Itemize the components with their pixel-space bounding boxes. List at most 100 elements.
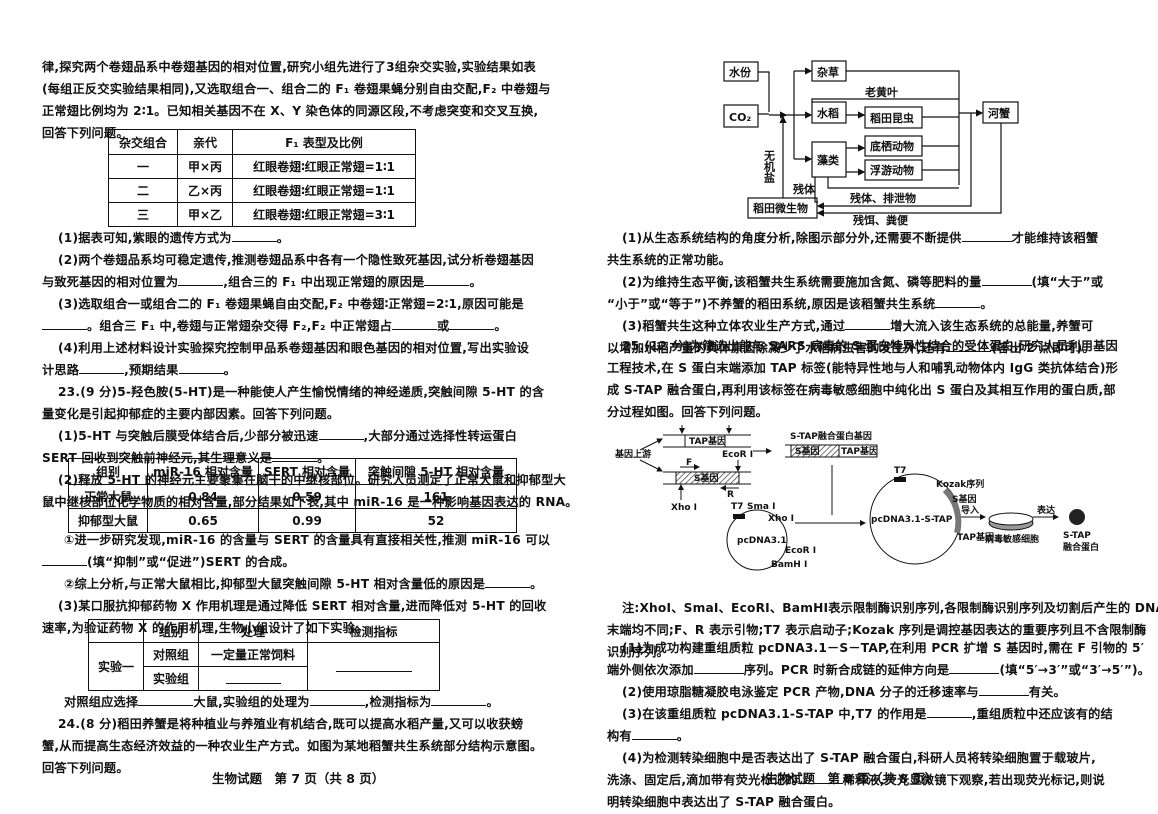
- question-23-3: (3)某口服抗抑郁药物 X 作用机理是通过降低 SERT 相对含量,进而降低对 …: [58, 599, 547, 613]
- text: (填“5′→3′”或“3′→5′”)。: [999, 663, 1151, 677]
- table-row: 二 乙×丙 红眼卷翅∶红眼正常翅=1∶1: [108, 178, 416, 203]
- text: ②综上分析,与正常大鼠相比,抑郁型大鼠突触间隙 5-HT 相对含量低的原因是: [64, 577, 486, 591]
- question-23-intro-cont: 量变化是引起抑郁症的主要内部因素。回答下列问题。: [42, 407, 340, 421]
- answer-blank[interactable]: [949, 660, 1000, 674]
- right-page: 水份 CO₂ 杂草 水稻 稻田昆虫 藻类 底栖动物 浮游动物 河蟹 稻田微生物 …: [585, 0, 1158, 809]
- answer-blank[interactable]: [178, 272, 224, 286]
- text: 才能维持该稻蟹: [1011, 231, 1099, 245]
- text: 。: [223, 363, 236, 377]
- node-weeds: 杂草: [817, 65, 839, 79]
- label-xhoi-2: Xho Ⅰ: [768, 514, 794, 524]
- text: ,预期结果: [124, 363, 179, 377]
- left-page: 律,探究两个卷翅品系中卷翅基因的相对位置,研究小组先进行了3组杂交实验,实验结果…: [0, 0, 580, 800]
- label-pcdna: pcDNA3.1: [737, 536, 787, 546]
- label-cells: 病毒敏感细胞: [985, 533, 1039, 545]
- table-cell: 0.59: [258, 484, 356, 509]
- question-22-4: (4)利用上述材料设计实验探究控制甲品系卷翅基因和眼色基因的相对位置,写出实验设: [58, 341, 529, 355]
- text: (2)使用琼脂糖凝胶电泳鉴定 PCR 产物,DNA 分子的迁移速率与: [622, 685, 979, 699]
- text: 洗涤、固定后,滴加带有荧光标记的: [607, 773, 798, 787]
- answer-blank[interactable]: [926, 704, 972, 718]
- text: ,重组质粒中还应该有的结: [971, 707, 1113, 721]
- answer-blank[interactable]: [631, 726, 677, 740]
- table-cell: 二: [108, 178, 178, 203]
- label-t7: T7: [731, 502, 743, 512]
- table-header: [88, 619, 144, 643]
- fusion-protein-icon: [1069, 509, 1085, 525]
- answer-blank[interactable]: [978, 682, 1029, 696]
- table-cell: 0.99: [258, 508, 356, 533]
- t7-promoter-icon: [894, 477, 906, 482]
- answer-blank[interactable]: [935, 294, 981, 308]
- text: 稀释液,荧光显微镜下观察,若出现荧光标记,则说: [842, 773, 1105, 787]
- answer-blank[interactable]: [424, 272, 470, 286]
- table-cell: 正常大鼠: [68, 484, 148, 509]
- answer-blank[interactable]: [138, 692, 194, 706]
- text: ,组合三的 F₁ 中出现正常翅的原因是: [223, 275, 425, 289]
- text: 。: [676, 729, 690, 743]
- text: (1)据表可知,紫眼的遗传方式为: [58, 231, 232, 245]
- answer-blank[interactable]: [845, 316, 891, 330]
- answer-blank[interactable]: [693, 660, 744, 674]
- label-tap-gene-2: TAP基因: [841, 445, 878, 457]
- answer-blank[interactable]: [318, 426, 364, 440]
- note-line: 注:XhoⅠ、SmaⅠ、EcoRⅠ、BamHⅠ表示限制酶识别序列,各限制酶识别序…: [622, 601, 1158, 615]
- label-ecori-3: EcoR Ⅰ: [785, 546, 816, 556]
- detection-index-cell: [307, 642, 440, 691]
- answer-blank[interactable]: [391, 316, 437, 330]
- answer-blank[interactable]: [79, 360, 125, 374]
- answer-blank[interactable]: [485, 574, 531, 588]
- label-express: 表达: [1036, 504, 1055, 516]
- answer-blank[interactable]: [981, 272, 1032, 286]
- text: 。组合三 F₁ 中,卷翅与正常翅杂交得 F₂,F₂ 中正常翅占: [87, 319, 392, 333]
- table-header: SERT 相对含量: [258, 458, 356, 485]
- answer-blank[interactable]: [225, 670, 281, 684]
- answer-blank[interactable]: [231, 228, 277, 242]
- question-24-intro: 24.(8 分)稻田养蟹是将种植业与养殖业有机结合,既可以提高水稻产量,又可以收…: [58, 717, 524, 731]
- text: 或: [436, 319, 450, 333]
- table-cell: 52: [355, 508, 517, 533]
- question-25-3-cont: 构有。: [607, 726, 689, 748]
- treatment-cell: [198, 666, 308, 691]
- note-line: 识别序列。: [607, 645, 669, 659]
- question-25-2: (2)使用琼脂糖凝胶电泳鉴定 PCR 产物,DNA 分子的迁移速率与有关。: [622, 682, 1066, 704]
- answer-blank[interactable]: [178, 360, 224, 374]
- intro-line: 回答下列问题。: [42, 126, 129, 140]
- text: “小于”或“等于”)不养蟹的稻田系统,原因是该稻蟹共生系统: [607, 297, 936, 311]
- answer-blank[interactable]: [42, 316, 87, 330]
- text: ,大部分通过选择性转运蛋白: [363, 429, 518, 443]
- node-plankton: 浮游动物: [870, 163, 914, 177]
- gene-engineering-diagram: EcoR Ⅰ BamH Ⅰ: [614, 425, 1099, 571]
- cross-table: 杂交组合 亲代 F₁ 表型及比例 一 甲×丙 红眼卷翅∶红眼正常翅=1∶1 二 …: [108, 129, 416, 227]
- answer-blank[interactable]: [335, 658, 412, 672]
- text: (填“大于”或: [1031, 275, 1104, 289]
- question-24-3: (3)稻蟹共生这种立体农业生产方式,通过增大流入该生态系统的总能量,养蟹可: [622, 316, 1093, 338]
- label-s-gene-3: S基因: [952, 493, 976, 505]
- table-header: 杂交组合: [108, 129, 178, 155]
- answer-blank[interactable]: [431, 692, 487, 706]
- answer-blank[interactable]: [42, 552, 87, 566]
- text: 。: [469, 275, 482, 289]
- intro-line: 律,探究两个卷翅品系中卷翅基因的相对位置,研究小组先进行了3组杂交实验,实验结果…: [42, 60, 536, 74]
- question-23-1: (1)5-HT 与突触后膜受体结合后,少部分被迅速,大部分通过选择性转运蛋白: [58, 426, 517, 448]
- answer-blank[interactable]: [946, 338, 992, 352]
- question-24-intro-cont: 回答下列问题。: [42, 761, 129, 775]
- label-smai: Sma Ⅰ: [747, 502, 775, 512]
- label-tap-gene-3: TAP基因: [957, 531, 994, 543]
- table-header-row: 杂交组合 亲代 F₁ 表型及比例: [108, 129, 416, 155]
- answer-blank[interactable]: [797, 770, 843, 784]
- answer-blank[interactable]: [309, 692, 365, 706]
- question-25-3: (3)在该重组质粒 pcDNA3.1-S-TAP 中,T7 的作用是,重组质粒中…: [622, 704, 1113, 726]
- answer-blank[interactable]: [961, 228, 1012, 242]
- text: 与致死基因的相对位置为: [42, 275, 179, 289]
- label-s-gene-2: S基因: [795, 445, 819, 457]
- table-cell: 红眼卷翅∶红眼正常翅=3∶1: [232, 202, 416, 227]
- table-cell: 红眼卷翅∶红眼正常翅=1∶1: [232, 178, 416, 203]
- answer-blank[interactable]: [449, 316, 495, 330]
- table-cell: 抑郁型大鼠: [68, 508, 148, 533]
- table-header: 处理: [198, 619, 308, 643]
- table-cell: 乙×丙: [177, 178, 233, 203]
- question-25-1-cont: 端外侧依次添加序列。PCR 时新合成链的延伸方向是(填“5′→3′”或“3′→5…: [607, 660, 1150, 682]
- question-22-4-cont: 计思路,预期结果。: [42, 360, 236, 382]
- intro-line: (每组正反交实验结果相同),又选取组合一、组合二的 F₁ 卷翅果蝇分别自由交配,…: [42, 82, 551, 96]
- text: 。: [530, 577, 543, 591]
